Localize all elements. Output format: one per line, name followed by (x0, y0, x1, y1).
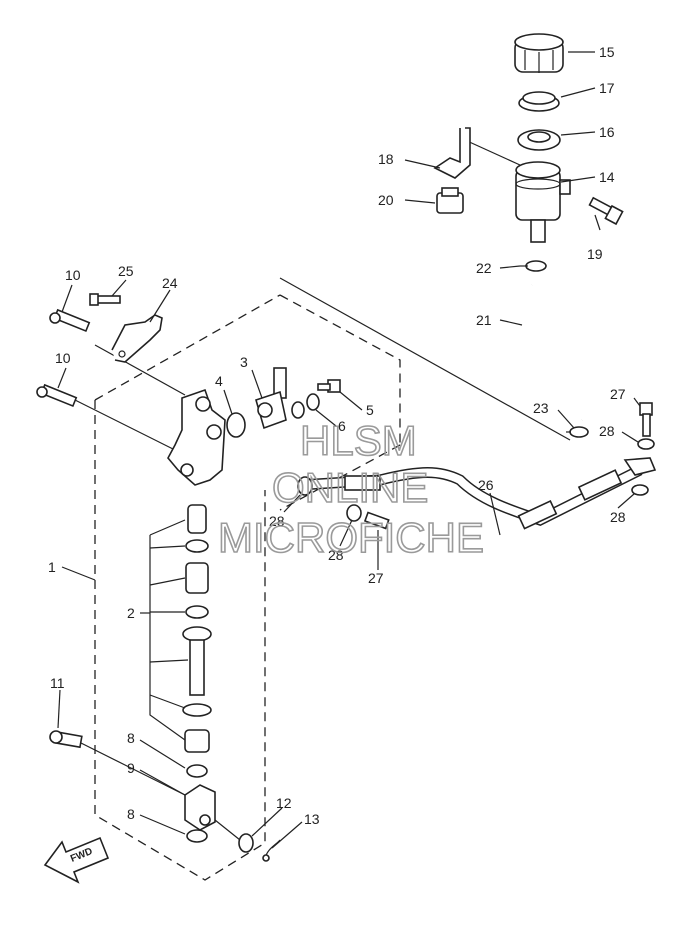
reference-lines (74, 139, 571, 841)
bolt-lower[interactable] (36, 383, 78, 408)
fwd-arrow-icon: FWD (43, 836, 110, 884)
watermark-line-3: MICROFICHE (218, 514, 484, 561)
callout-23: 23 (533, 400, 549, 416)
clevis[interactable] (184, 784, 216, 831)
master-cylinder-body[interactable] (167, 388, 226, 486)
callout-17: 17 (599, 80, 615, 96)
callout-18: 18 (378, 151, 394, 167)
callout-15: 15 (599, 44, 615, 60)
cylinder-kit[interactable] (149, 504, 212, 753)
callout-19: 19 (587, 246, 603, 262)
callout-10-upper: 10 (65, 267, 81, 283)
callout-26: 26 (478, 477, 494, 493)
callout-5: 5 (366, 402, 374, 418)
watermark-line-1: HLSM (300, 417, 417, 464)
bracket-screw[interactable] (89, 293, 121, 306)
o-ring[interactable] (226, 412, 246, 438)
callout-25: 25 (118, 263, 134, 279)
callout-labels: 15 17 16 18 14 20 19 22 21 10 25 24 10 3… (48, 44, 626, 827)
callout-27-left: 27 (368, 570, 384, 586)
callout-6: 6 (338, 418, 346, 434)
damper[interactable] (436, 187, 464, 214)
union-joint[interactable] (255, 367, 287, 430)
callout-22: 22 (476, 260, 492, 276)
callout-21: 21 (476, 312, 492, 328)
reservoir-diaphragm[interactable] (517, 129, 561, 151)
reservoir-bracket[interactable] (433, 127, 471, 179)
brake-hose[interactable] (299, 457, 657, 530)
watermark: HLSM ONLINE MICROFICHE (217, 416, 485, 562)
reservoir-plate[interactable] (518, 91, 560, 112)
gasket-left-upper[interactable] (297, 476, 313, 496)
reservoir-cap[interactable] (514, 33, 564, 73)
guard-bracket[interactable] (111, 314, 163, 363)
reservoir-bolt[interactable] (588, 196, 624, 226)
assembly-outline (94, 294, 401, 881)
callout-8-lower: 8 (127, 806, 135, 822)
callout-28-left-lower: 28 (328, 547, 344, 563)
callout-16: 16 (599, 124, 615, 140)
watermark-line-2: ONLINE (272, 464, 428, 511)
clevis-pin[interactable] (49, 730, 83, 749)
callout-27-right: 27 (610, 386, 626, 402)
callout-11: 11 (50, 675, 65, 691)
union-bolt-left[interactable] (363, 511, 390, 530)
callout-8-upper: 8 (127, 730, 135, 746)
bolt-upper[interactable] (49, 308, 91, 333)
callout-28-right-lower: 28 (610, 509, 626, 525)
callout-13: 13 (304, 811, 320, 827)
hose-clip[interactable] (520, 260, 547, 272)
pin-washer[interactable] (238, 833, 254, 853)
callout-9: 9 (127, 760, 135, 776)
callout-28-left-upper: 28 (269, 513, 285, 529)
gasket-right-upper[interactable] (637, 438, 655, 450)
callout-2: 2 (127, 605, 135, 621)
nut-lower[interactable] (186, 829, 208, 843)
union-washers[interactable] (291, 393, 320, 419)
hose-clip-lower[interactable] (566, 426, 589, 438)
callout-10-lower: 10 (55, 350, 71, 366)
leader-lines (57, 51, 641, 849)
callout-12: 12 (276, 795, 292, 811)
callout-3: 3 (240, 354, 248, 370)
gasket-left-lower[interactable] (346, 504, 362, 522)
reservoir-tank[interactable] (515, 161, 571, 243)
callout-4: 4 (215, 373, 223, 389)
nut-upper[interactable] (186, 764, 208, 778)
callout-14: 14 (599, 169, 615, 185)
callout-1: 1 (48, 559, 56, 575)
reservoir-hose[interactable] (520, 284, 592, 422)
union-bolt-right[interactable] (639, 402, 653, 437)
union-screw[interactable] (317, 379, 341, 393)
callout-24: 24 (162, 275, 178, 291)
callout-28-right-upper: 28 (599, 423, 615, 439)
callout-20: 20 (378, 192, 394, 208)
gasket-right-lower[interactable] (631, 484, 649, 496)
